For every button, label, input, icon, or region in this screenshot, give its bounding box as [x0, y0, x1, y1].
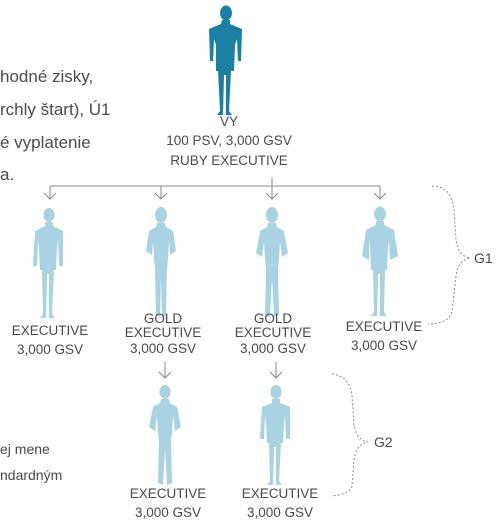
g2-member-1-rank: EXECUTIVE — [129, 486, 207, 501]
g2-member-1-volume: 3,000 GSV — [134, 505, 202, 520]
g1-member-4-rank: EXECUTIVE — [345, 319, 423, 334]
top-volume: 100 PSV, 3,000 GSV — [166, 133, 292, 148]
side-text-2: rchly štart), Ú1 — [0, 100, 111, 119]
g2-figure-1-icon — [149, 385, 181, 485]
group-label-g1: G1 — [474, 250, 493, 266]
top-rank: RUBY EXECUTIVE — [170, 153, 288, 168]
side-text-bottom-2: ndardným — [0, 467, 63, 483]
g1-figure-1-icon — [33, 208, 63, 318]
g1-member-3-title: GOLD — [253, 311, 293, 326]
g1-member-1-rank: EXECUTIVE — [11, 323, 89, 338]
g1-member-3-rank: EXECUTIVE — [234, 325, 312, 340]
side-text-bottom-1: ej mene — [0, 441, 50, 457]
side-text-1: hodné zisky, — [0, 67, 94, 86]
top-name: VY — [219, 114, 239, 129]
g1-figure-2-icon — [146, 207, 176, 317]
side-text-3: é vyplatenie — [0, 133, 91, 152]
g2-brace — [331, 373, 369, 497]
g1-member-2-rank: EXECUTIVE — [124, 325, 202, 340]
g1-member-2-title: GOLD — [143, 311, 183, 326]
g1-brace — [427, 185, 471, 325]
g1-figure-4-icon — [362, 206, 398, 316]
g1-member-4-volume: 3,000 GSV — [350, 338, 418, 353]
g2-member-2-volume: 3,000 GSV — [246, 505, 314, 520]
g1-member-2-volume: 3,000 GSV — [129, 341, 197, 356]
g1-member-1-volume: 3,000 GSV — [16, 342, 84, 357]
g2-figure-2-icon — [260, 385, 290, 485]
g1-member-3-volume: 3,000 GSV — [239, 341, 307, 356]
top-figure-icon — [209, 5, 242, 115]
g2-member-2-rank: EXECUTIVE — [241, 486, 319, 501]
group-label-g2: G2 — [374, 434, 393, 450]
side-text-4: a. — [0, 165, 15, 184]
g1-figure-3-icon — [256, 207, 288, 317]
